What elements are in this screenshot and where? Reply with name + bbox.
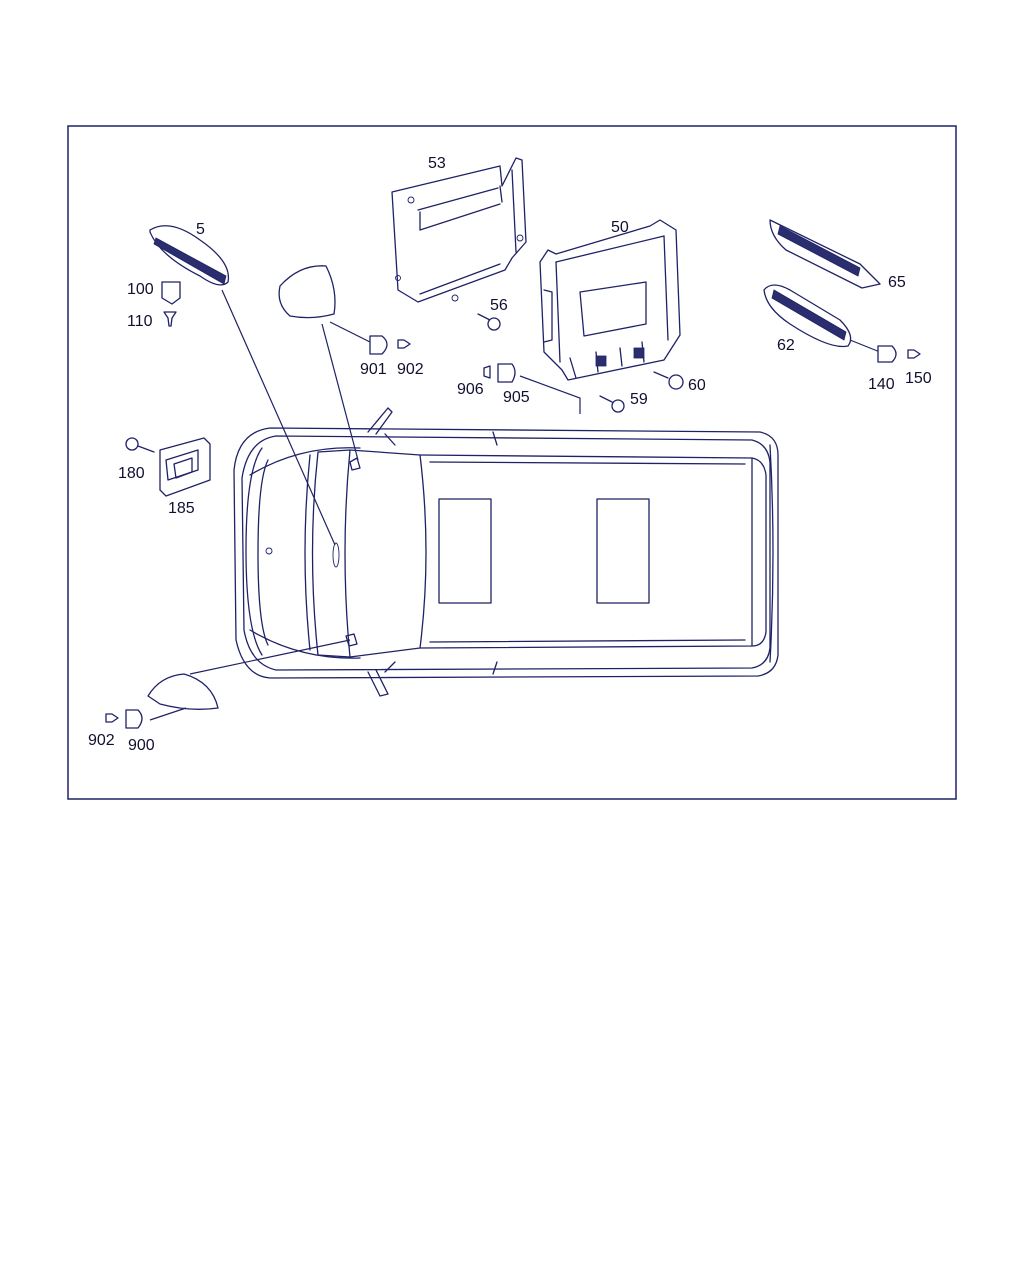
callout-900: 900 xyxy=(128,737,155,754)
connector-part-905 xyxy=(497,363,516,383)
leader-5 xyxy=(221,289,336,546)
screw-part-180 xyxy=(125,437,155,453)
callout-5: 5 xyxy=(196,221,205,238)
connector-part-900 xyxy=(125,709,143,729)
callout-185: 185 xyxy=(168,500,195,517)
screw-part-56 xyxy=(477,313,501,331)
clip-part-185 xyxy=(159,437,211,497)
callout-59: 59 xyxy=(630,391,648,408)
callout-65: 65 xyxy=(888,274,906,291)
lamp-part-5 xyxy=(149,225,230,286)
connector-part-100 xyxy=(161,281,181,305)
contact-part-150 xyxy=(907,349,921,359)
callout-905: 905 xyxy=(503,389,530,406)
callout-901: 901 xyxy=(360,361,387,378)
callout-62: 62 xyxy=(777,337,795,354)
mirror-part-upper xyxy=(278,265,336,319)
callout-902-upper: 902 xyxy=(397,361,424,378)
bracket-part-53 xyxy=(391,157,527,303)
callout-906: 906 xyxy=(457,381,484,398)
lamp-part-65 xyxy=(769,219,881,289)
vehicle-outline xyxy=(233,407,779,697)
callout-60: 60 xyxy=(688,377,706,394)
callout-100: 100 xyxy=(127,281,154,298)
contact-part-902-upper xyxy=(397,339,411,349)
connector-part-140 xyxy=(877,345,897,363)
screw-part-60 xyxy=(653,371,684,390)
lamp-part-62 xyxy=(763,284,852,348)
callout-150: 150 xyxy=(905,370,932,387)
contact-part-906 xyxy=(483,365,491,379)
screw-part-59 xyxy=(599,395,625,413)
contact-part-902-lower xyxy=(105,713,119,723)
callout-180: 180 xyxy=(118,465,145,482)
callout-50: 50 xyxy=(611,219,629,236)
control-unit-part-50 xyxy=(539,219,681,381)
callout-56: 56 xyxy=(490,297,508,314)
callout-902-lower: 902 xyxy=(88,732,115,749)
callout-53: 53 xyxy=(428,155,446,172)
callout-110: 110 xyxy=(127,313,153,330)
contact-part-110 xyxy=(163,311,177,327)
connector-part-901 xyxy=(369,335,388,355)
callout-140: 140 xyxy=(868,376,895,393)
